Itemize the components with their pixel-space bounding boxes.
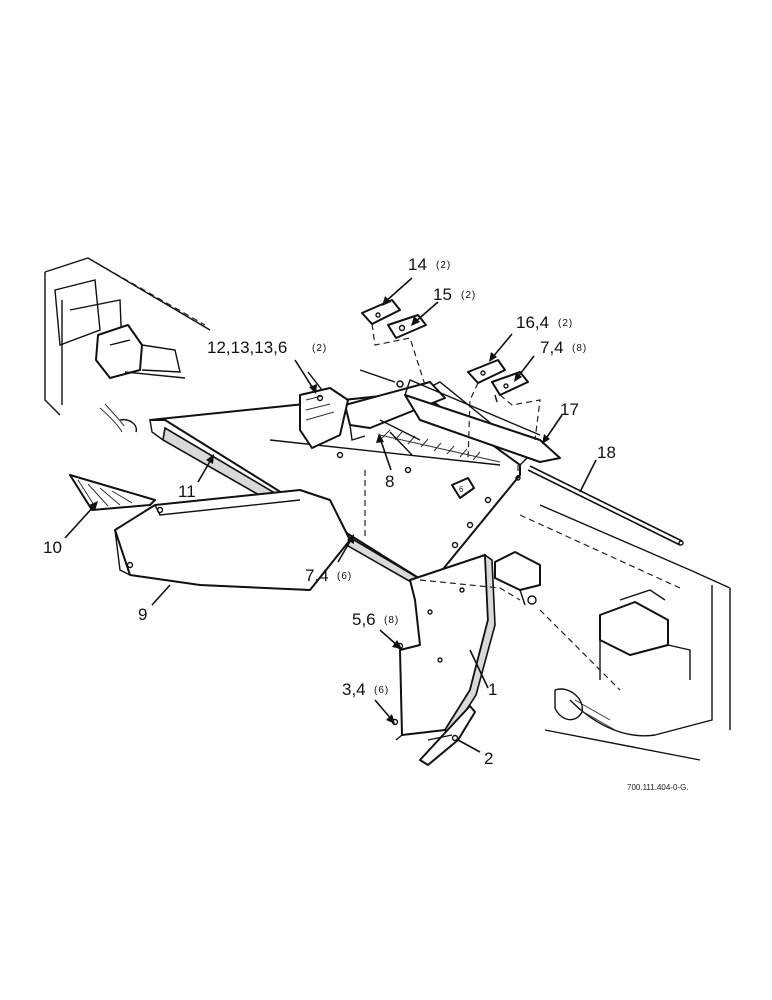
callout-17: 17 xyxy=(560,400,579,419)
callout-14-qty: (2) xyxy=(436,260,451,271)
callout-9: 9 xyxy=(138,605,147,624)
leader-lines xyxy=(64,277,597,753)
mount-channel xyxy=(299,379,561,463)
callout-labels: 14 (2) 15 (2) 16,4 (2) 12,13,13,6 (2) 7,… xyxy=(43,255,689,792)
callout-12-13-13-6: 12,13,13,6 xyxy=(207,338,287,357)
drawing-number: 700.111.404-0-G. xyxy=(627,783,689,792)
nut-marking: 6 xyxy=(459,485,464,494)
right-frame xyxy=(494,504,731,761)
callout-3-4: 3,4 xyxy=(342,680,366,699)
callout-2: 2 xyxy=(484,749,493,768)
callout-16-4: 16,4 xyxy=(516,313,549,332)
callout-1: 1 xyxy=(488,680,497,699)
lower-shield xyxy=(391,553,621,766)
callout-14: 14 xyxy=(408,255,427,274)
callout-7-4-lower: 7,4 xyxy=(305,566,329,585)
callout-11: 11 xyxy=(178,482,196,501)
callout-5-6: 5,6 xyxy=(352,610,376,629)
callout-12-13-13-6-qty: (2) xyxy=(312,343,327,354)
callout-7-4-lower-qty: (6) xyxy=(337,571,352,582)
rod xyxy=(527,465,684,546)
callout-7-4-upper: 7,4 xyxy=(540,338,564,357)
callout-7-4-upper-qty: (8) xyxy=(572,343,587,354)
left-frame xyxy=(44,257,211,433)
callout-15: 15 xyxy=(433,285,452,304)
callout-5-6-qty: (8) xyxy=(384,615,399,626)
callout-16-4-qty: (2) xyxy=(558,318,573,329)
callout-15-qty: (2) xyxy=(461,290,476,301)
callout-3-4-qty: (6) xyxy=(374,685,389,696)
callout-10: 10 xyxy=(43,538,62,557)
callout-8: 8 xyxy=(385,472,394,491)
left-fairing xyxy=(69,474,351,591)
hinge-brackets xyxy=(307,299,541,481)
callout-18: 18 xyxy=(597,443,616,462)
